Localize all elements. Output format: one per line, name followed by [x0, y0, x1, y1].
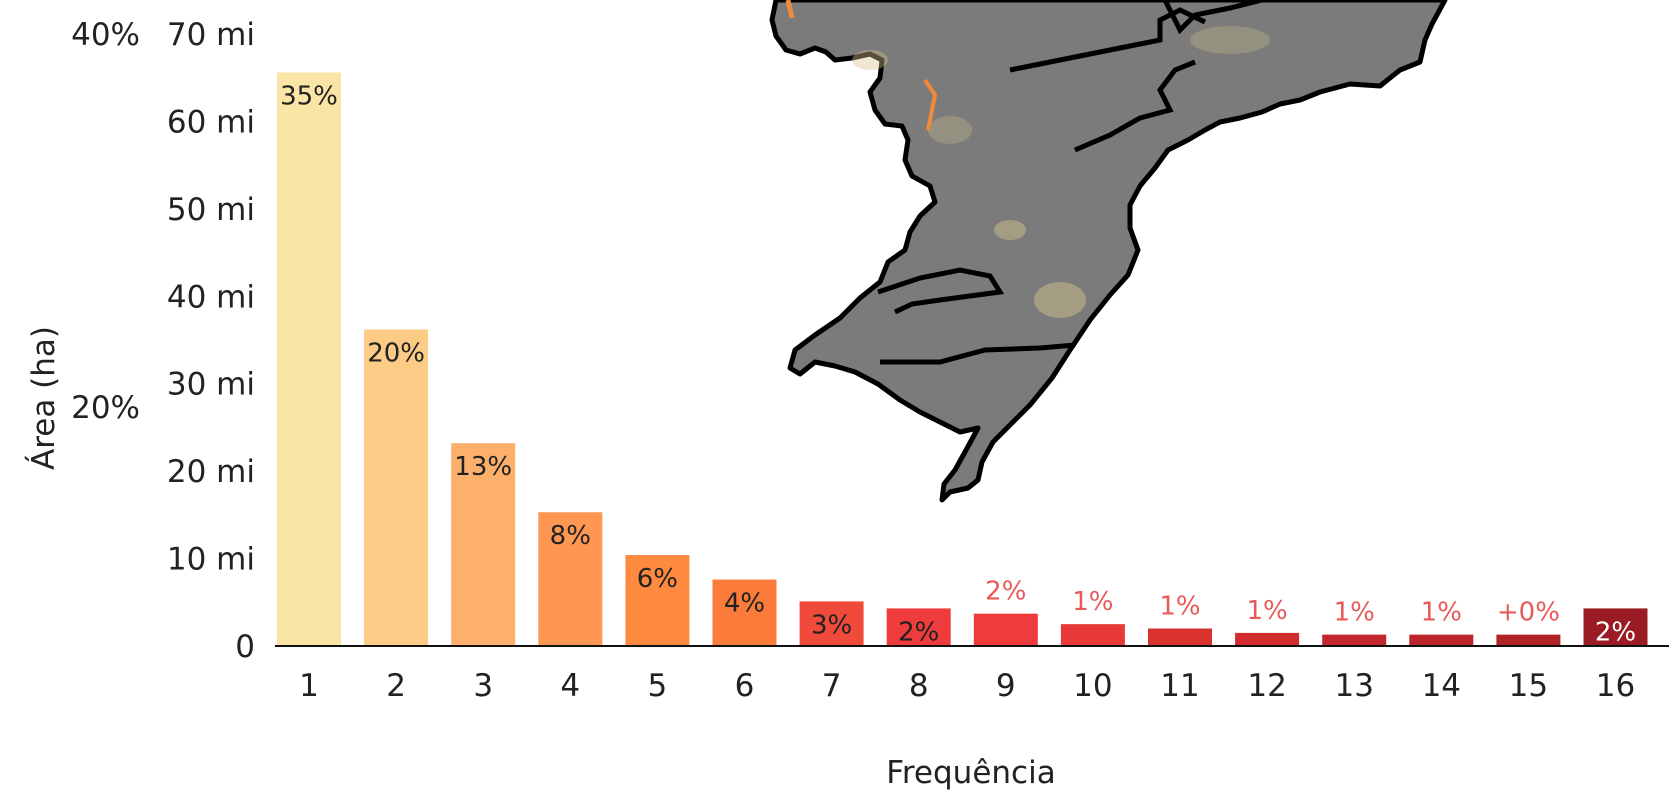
x-tick-label: 13 — [1334, 668, 1373, 704]
x-tick-label: 5 — [648, 668, 668, 704]
data-label: 20% — [367, 339, 425, 369]
data-label: 35% — [280, 81, 338, 111]
map-speckle — [852, 50, 888, 70]
data-label: 1% — [1159, 592, 1200, 622]
y-tick-label: 50 mi — [167, 192, 255, 228]
data-label: 2% — [898, 617, 939, 647]
data-label: 2% — [1595, 617, 1636, 647]
x-tick-label: 3 — [473, 668, 493, 704]
x-tick-label: 1 — [299, 668, 319, 704]
map-speckle — [1034, 282, 1086, 318]
data-label: 3% — [811, 610, 852, 640]
bar — [1409, 634, 1474, 646]
y-tick-label: 60 mi — [167, 104, 255, 140]
bar — [973, 613, 1038, 646]
bar — [364, 329, 429, 646]
map-speckle — [994, 220, 1026, 240]
secondary-y-tick-label: 40% — [71, 17, 140, 53]
bar — [1235, 632, 1300, 646]
bar — [712, 579, 777, 646]
map-orange-streak — [923, 78, 938, 131]
y-tick-label: 30 mi — [167, 367, 255, 403]
data-label: 1% — [1334, 598, 1375, 628]
y-tick-label: 10 mi — [167, 542, 255, 578]
map-region-shape — [769, 0, 1448, 503]
bar — [625, 555, 690, 646]
map-internal-border — [1074, 59, 1196, 153]
bars — [277, 72, 1648, 647]
map-internal-border — [1162, 0, 1263, 35]
x-tick-label: 16 — [1596, 668, 1635, 704]
data-label: 13% — [454, 452, 512, 482]
y-axis-label: Área (ha) — [26, 326, 62, 470]
bar — [1322, 634, 1387, 646]
x-axis-label: Frequência — [886, 755, 1055, 790]
bar — [451, 443, 516, 646]
x-tick-label: 12 — [1247, 668, 1286, 704]
x-tick-label: 4 — [560, 668, 580, 704]
data-label: 1% — [1246, 596, 1287, 626]
data-label: 2% — [985, 577, 1026, 607]
bar — [1060, 624, 1125, 646]
y-tick-label: 70 mi — [167, 17, 255, 53]
data-labels: 35% 20% 13% 8% 6% 4% 3% 2% 2% 1% 1% 1% 1% 1% +0% 2% — [280, 81, 1636, 647]
bar — [1148, 628, 1212, 646]
x-tick-label: 2 — [386, 668, 406, 704]
y-tick-label: 40 mi — [167, 279, 255, 315]
map-internal-border — [877, 267, 1005, 315]
bar — [1583, 608, 1648, 646]
bar — [277, 72, 341, 647]
y-tick-label: 0 — [235, 629, 255, 665]
x-tick-label: 11 — [1160, 668, 1199, 704]
bar — [538, 512, 603, 646]
x-tick-label: 10 — [1073, 668, 1112, 704]
map-speckle — [1190, 26, 1270, 54]
x-tick-label: 8 — [909, 668, 929, 704]
bar — [886, 608, 951, 646]
data-label: 1% — [1421, 598, 1462, 628]
data-label: 8% — [550, 521, 591, 551]
secondary-y-axis-ticks: 20% 40% — [71, 17, 140, 426]
data-label: 6% — [637, 564, 678, 594]
secondary-y-tick-label: 20% — [71, 390, 140, 426]
y-axis-ticks: 0 10 mi 20 mi 30 mi 40 mi 50 mi 60 mi 70 mi — [167, 17, 255, 665]
x-tick-label: 14 — [1422, 668, 1461, 704]
map-speckle — [928, 116, 972, 144]
bar — [799, 601, 864, 646]
y-tick-label: 20 mi — [167, 454, 255, 490]
x-tick-label: 7 — [822, 668, 842, 704]
x-tick-label: 6 — [735, 668, 755, 704]
data-label: +0% — [1497, 598, 1560, 628]
map-internal-border — [880, 342, 1076, 365]
x-tick-label: 9 — [996, 668, 1016, 704]
map-orange-streak — [785, 0, 795, 19]
data-label: 4% — [724, 589, 765, 619]
data-label: 1% — [1072, 587, 1113, 617]
map-inset — [769, 0, 1448, 503]
map-internal-border — [1009, 7, 1207, 73]
bar — [1496, 634, 1561, 646]
x-tick-label: 15 — [1509, 668, 1548, 704]
